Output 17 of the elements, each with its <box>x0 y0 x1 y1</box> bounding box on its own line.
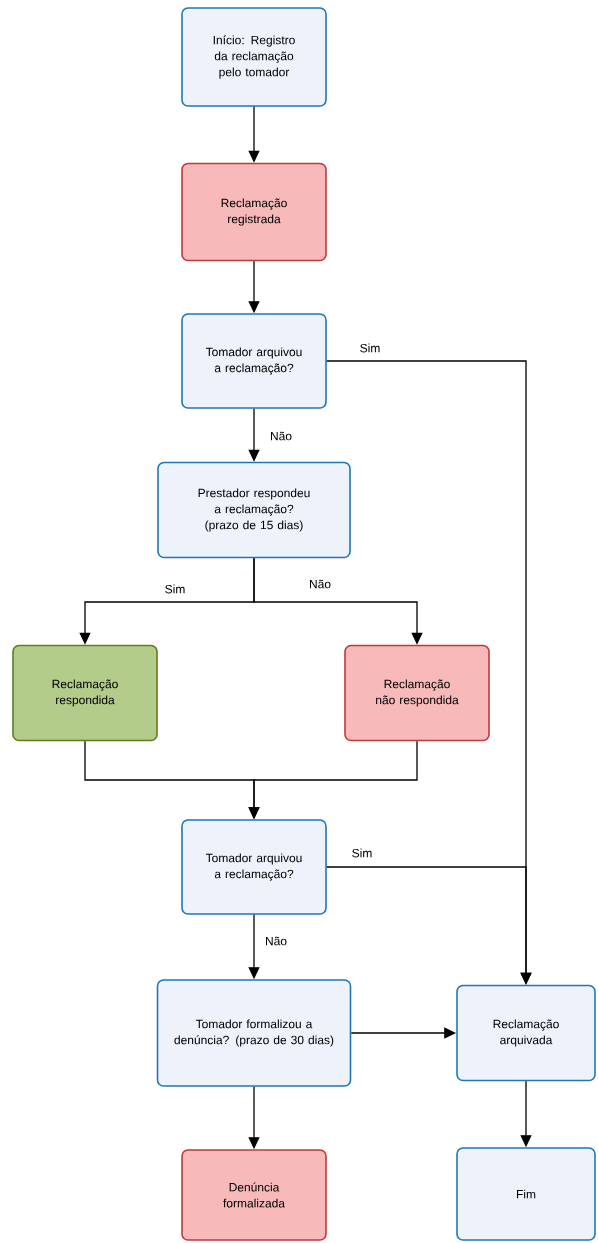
edge-label: Sim <box>350 847 374 859</box>
edge-label: Não <box>264 935 288 947</box>
edge-label: Não <box>308 578 332 590</box>
process-box: Prestador respondeu a reclamação? (prazo de 15 dias) <box>157 461 351 559</box>
process-box: Reclamação registrada <box>181 162 327 262</box>
process-box: Reclamação arquivada <box>456 984 596 1082</box>
edge-label: Sim <box>358 342 382 354</box>
process-box: Reclamação respondida <box>12 644 158 742</box>
process-box: Reclamação não respondida <box>344 644 490 742</box>
edge-label: Não <box>269 430 293 442</box>
process-box: Fim <box>456 1147 596 1241</box>
process-box: Início: Registro da reclamação pelo tomador <box>181 7 327 107</box>
edge-label: Sim <box>163 583 187 595</box>
process-box: Tomador formalizou a denúncia? (prazo de 30 dias) <box>156 979 352 1087</box>
process-box: Denúncia formalizada <box>181 1149 327 1241</box>
process-box: Tomador arquivou a reclamação? <box>181 313 327 409</box>
process-box: Tomador arquivou a reclamação? <box>181 819 327 915</box>
